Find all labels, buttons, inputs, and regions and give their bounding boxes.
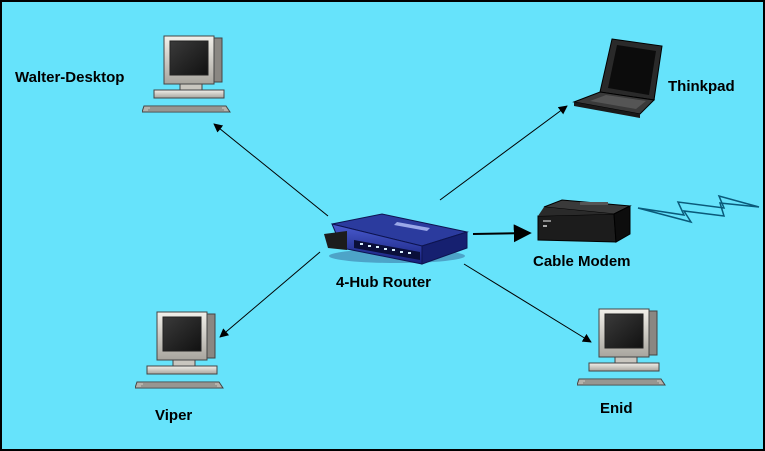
enid-label: Enid (600, 400, 633, 417)
connection-arrow-viper (219, 251, 321, 338)
thinkpad-label: Thinkpad (668, 78, 735, 95)
walter-desktop-label: Walter-Desktop (15, 69, 125, 86)
viper-desktop-icon (135, 311, 224, 389)
connection-arrow-walter-desktop (213, 123, 329, 217)
connection-arrow-enid (463, 263, 592, 343)
walter-desktop-icon (142, 35, 231, 113)
router-label: 4-Hub Router (336, 274, 431, 291)
thinkpad-laptop-icon (572, 38, 663, 118)
enid-desktop-icon (577, 308, 666, 386)
cable-modem-label: Cable Modem (533, 253, 631, 270)
connection-arrow-thinkpad (439, 105, 568, 201)
viper-label: Viper (155, 407, 193, 424)
router-icon (324, 213, 469, 265)
connection-arrow-cable-modem (472, 224, 532, 243)
lightning-bolt-icon (637, 194, 760, 224)
cable-modem-icon (537, 199, 632, 243)
connections (213, 105, 592, 343)
